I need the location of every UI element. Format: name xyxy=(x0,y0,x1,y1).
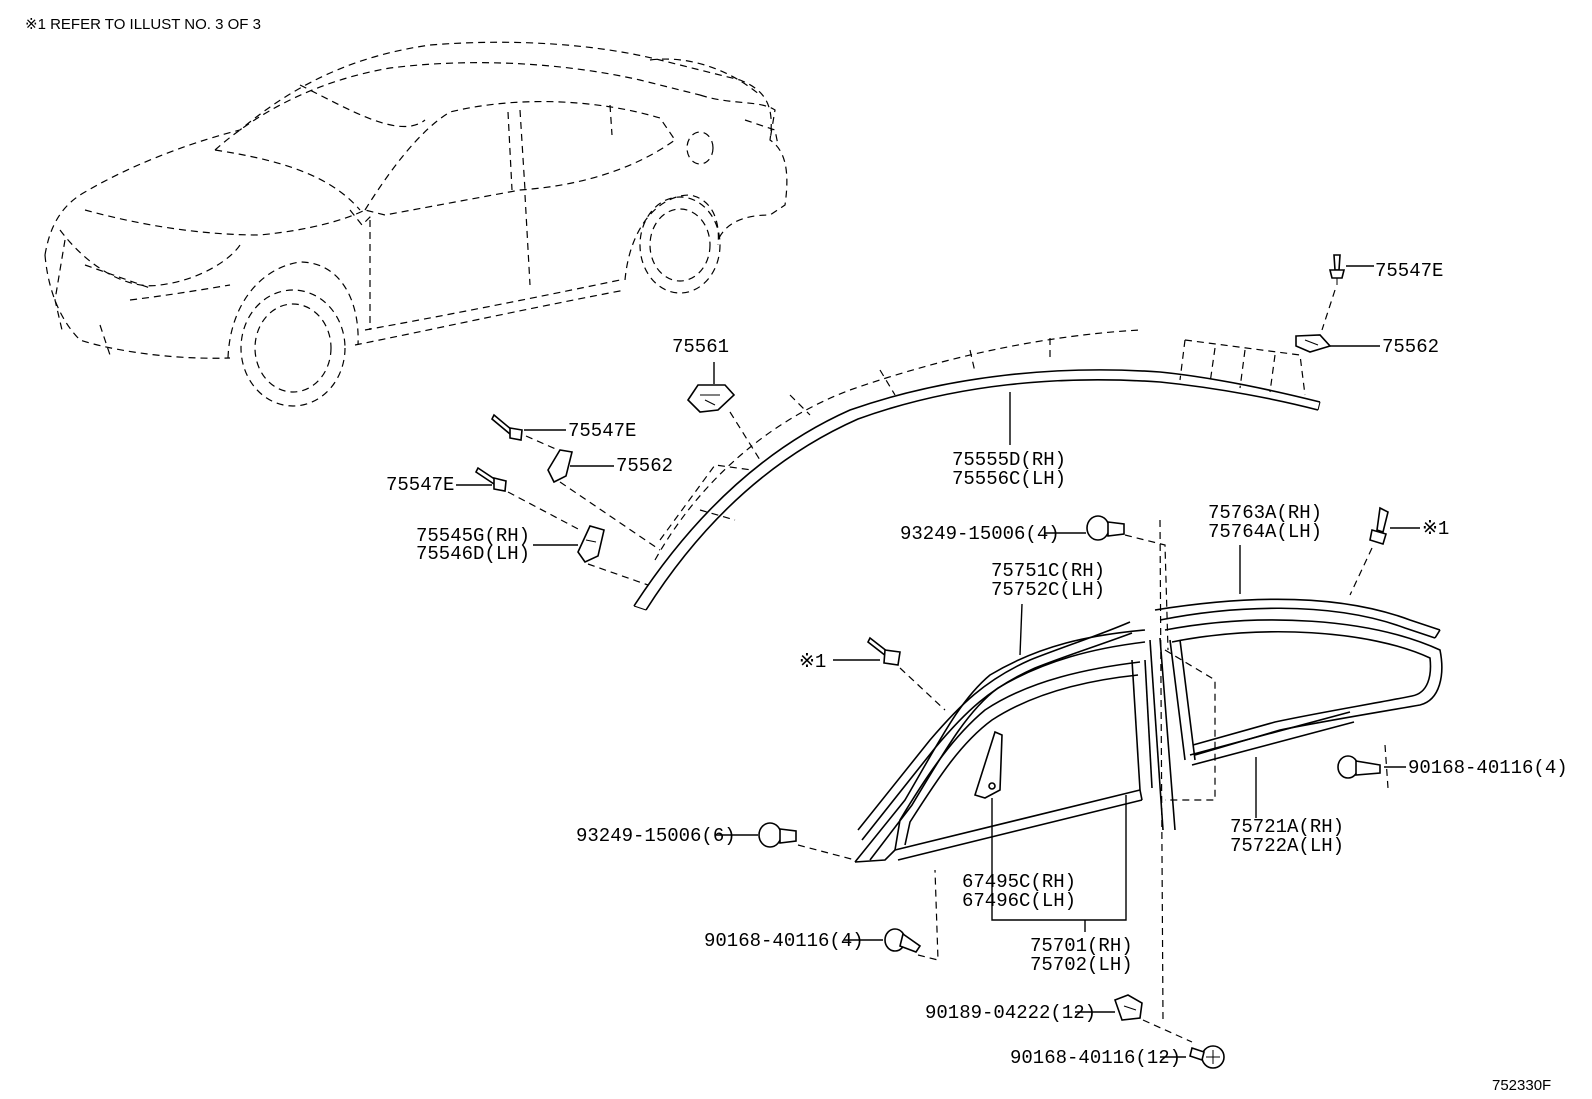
label-75763A: 75763A(RH) xyxy=(1208,502,1322,524)
label-75721A: 75721A(RH) xyxy=(1230,816,1344,838)
label-93249-6: 93249-15006(6) xyxy=(576,825,736,847)
label-75547E-c: 75547E xyxy=(386,474,454,496)
car-illustration xyxy=(44,41,788,407)
label-67495C: 67495C(RH) xyxy=(962,871,1076,893)
label-75702: 75702(LH) xyxy=(1030,954,1133,976)
screw-90168-4-right xyxy=(1337,744,1406,789)
clip-75561 xyxy=(686,362,761,461)
clip-75562-top xyxy=(1295,334,1380,353)
front-door-frame xyxy=(854,621,1216,863)
bolt-93249-4 xyxy=(1044,515,1169,651)
label-ref1-left: ※1 xyxy=(799,651,826,673)
corner-piece-67495C xyxy=(973,730,1003,868)
leader-lines xyxy=(991,392,1257,932)
screw-75547E-c xyxy=(456,466,581,531)
label-ref1-right: ※1 xyxy=(1422,518,1449,540)
label-75546D: 75546D(LH) xyxy=(416,543,530,565)
label-75547E-top: 75547E xyxy=(1375,260,1443,282)
clip-75562-b xyxy=(547,449,661,551)
label-90189-12: 90189-04222(12) xyxy=(925,1002,1096,1024)
roof-molding-75555D xyxy=(633,329,1321,611)
clip-90189-12 xyxy=(1075,519,1193,1043)
illustration-code: 752330F xyxy=(1492,1077,1551,1094)
label-75562-top: 75562 xyxy=(1382,336,1439,358)
screw-75547E-a xyxy=(491,413,566,451)
screw-75547E-top xyxy=(1321,254,1374,331)
label-75547E-a: 75547E xyxy=(568,420,636,442)
screw-90168-12 xyxy=(1160,1045,1225,1069)
label-75722A: 75722A(LH) xyxy=(1230,835,1344,857)
clip-75545G xyxy=(533,525,649,586)
label-75701: 75701(RH) xyxy=(1030,935,1133,957)
label-75764A: 75764A(LH) xyxy=(1208,521,1322,543)
label-90168-4-left: 90168-40116(4) xyxy=(704,930,864,952)
header-note: ※1 REFER TO ILLUST NO. 3 OF 3 xyxy=(25,16,261,33)
screw-ref1-left xyxy=(833,636,946,711)
label-75555D: 75555D(RH) xyxy=(952,449,1066,471)
bolt-93249-6 xyxy=(716,822,856,861)
label-90168-4-right: 90168-40116(4) xyxy=(1408,757,1568,779)
label-75752C: 75752C(LH) xyxy=(991,579,1105,601)
screw-90168-4-left xyxy=(844,869,939,961)
label-93249-4: 93249-15006(4) xyxy=(900,523,1060,545)
label-75545G: 75545G(RH) xyxy=(416,525,530,547)
screw-ref1-right xyxy=(1349,506,1420,596)
label-67496C: 67496C(LH) xyxy=(962,890,1076,912)
label-90168-12: 90168-40116(12) xyxy=(1010,1047,1181,1069)
label-75561: 75561 xyxy=(672,336,729,358)
rear-door-frame xyxy=(1154,598,1443,766)
label-75562-b: 75562 xyxy=(616,455,673,477)
label-75556C: 75556C(LH) xyxy=(952,468,1066,490)
label-75751C: 75751C(RH) xyxy=(991,560,1105,582)
